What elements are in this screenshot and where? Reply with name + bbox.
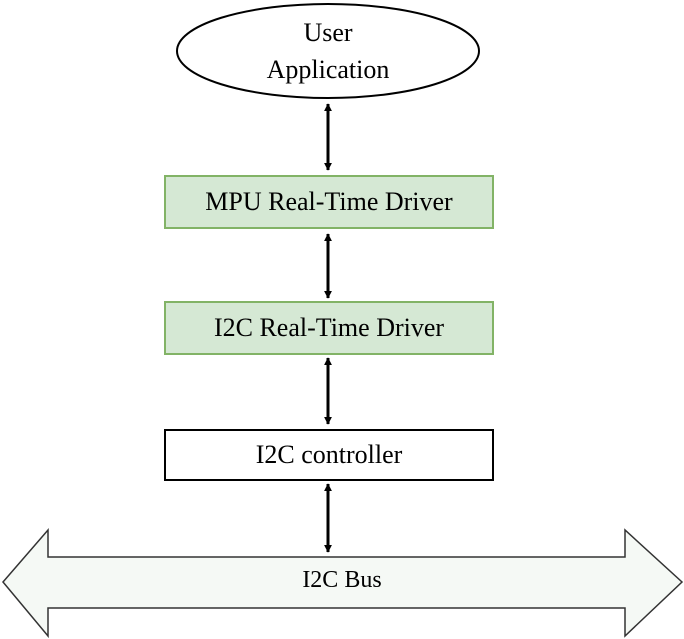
i2c-driver-box [164, 301, 494, 355]
i2c-bus-label: I2C Bus [302, 567, 382, 593]
user-application-label: User Application [178, 14, 478, 88]
i2c-bus-arrow [2, 527, 684, 639]
i2c-driver-label: I2C Real-Time Driver [213, 313, 445, 342]
i2c-controller-box [164, 429, 494, 481]
user-application-line1: User [303, 18, 353, 47]
user-application-node [176, 3, 480, 99]
i2c-controller-label: I2C controller [255, 440, 403, 469]
mpu-driver-label: MPU Real-Time Driver [205, 187, 453, 216]
mpu-driver-box [164, 175, 494, 229]
user-application-line2: Application [266, 55, 390, 84]
